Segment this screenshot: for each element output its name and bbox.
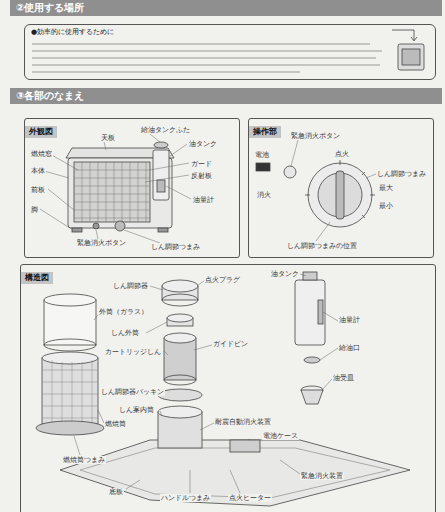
part-name: 底板 bbox=[108, 488, 124, 496]
part-name: 最大 bbox=[378, 184, 394, 192]
part-name: 油量計 bbox=[192, 196, 215, 204]
part-name: しん調節つまみ bbox=[376, 170, 427, 178]
panel-heading: 外観図 bbox=[25, 126, 57, 138]
note-lines bbox=[32, 44, 382, 72]
section-band: ③各部のなまえ bbox=[10, 88, 442, 104]
part-name: 消火 bbox=[256, 191, 272, 199]
part-name: ガイドピン bbox=[212, 340, 249, 348]
part-name: 外筒（ガラス） bbox=[98, 308, 149, 316]
part-name: 緊急消火ボタン bbox=[76, 239, 127, 247]
part-name: 燃焼筒つまみ bbox=[62, 456, 106, 464]
part-name: 緊急消火ボタン bbox=[290, 132, 341, 140]
section-title: ③各部のなまえ bbox=[16, 90, 436, 102]
part-name: しん外筒 bbox=[110, 329, 140, 337]
part-name: しん調節つまみの位置 bbox=[286, 242, 358, 250]
heater-exterior bbox=[40, 134, 191, 243]
part-name: 本体 bbox=[30, 167, 46, 175]
panel-heading: 操作部 bbox=[249, 126, 281, 138]
part-name: 燃焼筒 bbox=[104, 420, 127, 428]
part-name: 油受皿 bbox=[332, 374, 355, 382]
part-name: 給油口 bbox=[338, 344, 361, 352]
note-box: ●効率的に使用するために bbox=[24, 24, 436, 80]
section-band: ②使用する場所 bbox=[10, 0, 442, 16]
part-name: ガード bbox=[190, 160, 213, 168]
part-name: 点火 bbox=[334, 150, 350, 158]
small-heater bbox=[392, 30, 424, 70]
part-name: 燃焼窓 bbox=[30, 150, 53, 158]
part-name: しん調節器パッキン bbox=[100, 388, 165, 396]
part-name: 脚 bbox=[30, 206, 39, 214]
part-name: しん調節つまみ bbox=[150, 243, 201, 251]
control-dial bbox=[256, 140, 376, 241]
part-name: 電池 bbox=[254, 151, 270, 159]
part-name: ハンドルつまみ bbox=[160, 494, 211, 502]
structure-parts bbox=[36, 272, 410, 506]
part-name: 電池ケース bbox=[262, 432, 299, 440]
part-name: しん案内筒 bbox=[118, 406, 155, 414]
part-name: 油量計 bbox=[338, 316, 361, 324]
part-name: 緊急消火装置 bbox=[300, 472, 344, 480]
part-name: 油タンク bbox=[270, 270, 300, 278]
part-name: 給油タンクふた bbox=[140, 126, 191, 134]
part-name: 耐震自動消火装置 bbox=[214, 418, 272, 426]
part-name: カートリッジしん bbox=[104, 348, 162, 356]
section-title: ②使用する場所 bbox=[16, 2, 436, 14]
part-name: 最小 bbox=[378, 202, 394, 210]
part-name: しん調節器 bbox=[112, 282, 149, 290]
figure-panel: 構造図 bbox=[20, 264, 436, 512]
note-heading: ●効率的に使用するために bbox=[31, 28, 429, 37]
figure-panel: 操作部 bbox=[248, 118, 434, 258]
part-name: 油タンク bbox=[188, 140, 218, 148]
part-name: 反射板 bbox=[190, 172, 213, 180]
part-name: 前板 bbox=[30, 186, 46, 194]
part-name: 点火ヒーター bbox=[228, 494, 272, 502]
figure-panel: 外観図 bbox=[24, 118, 240, 258]
part-name: 点火プラグ bbox=[204, 276, 241, 284]
panel-heading: 構造図 bbox=[21, 272, 53, 284]
part-name: 天板 bbox=[100, 134, 116, 142]
